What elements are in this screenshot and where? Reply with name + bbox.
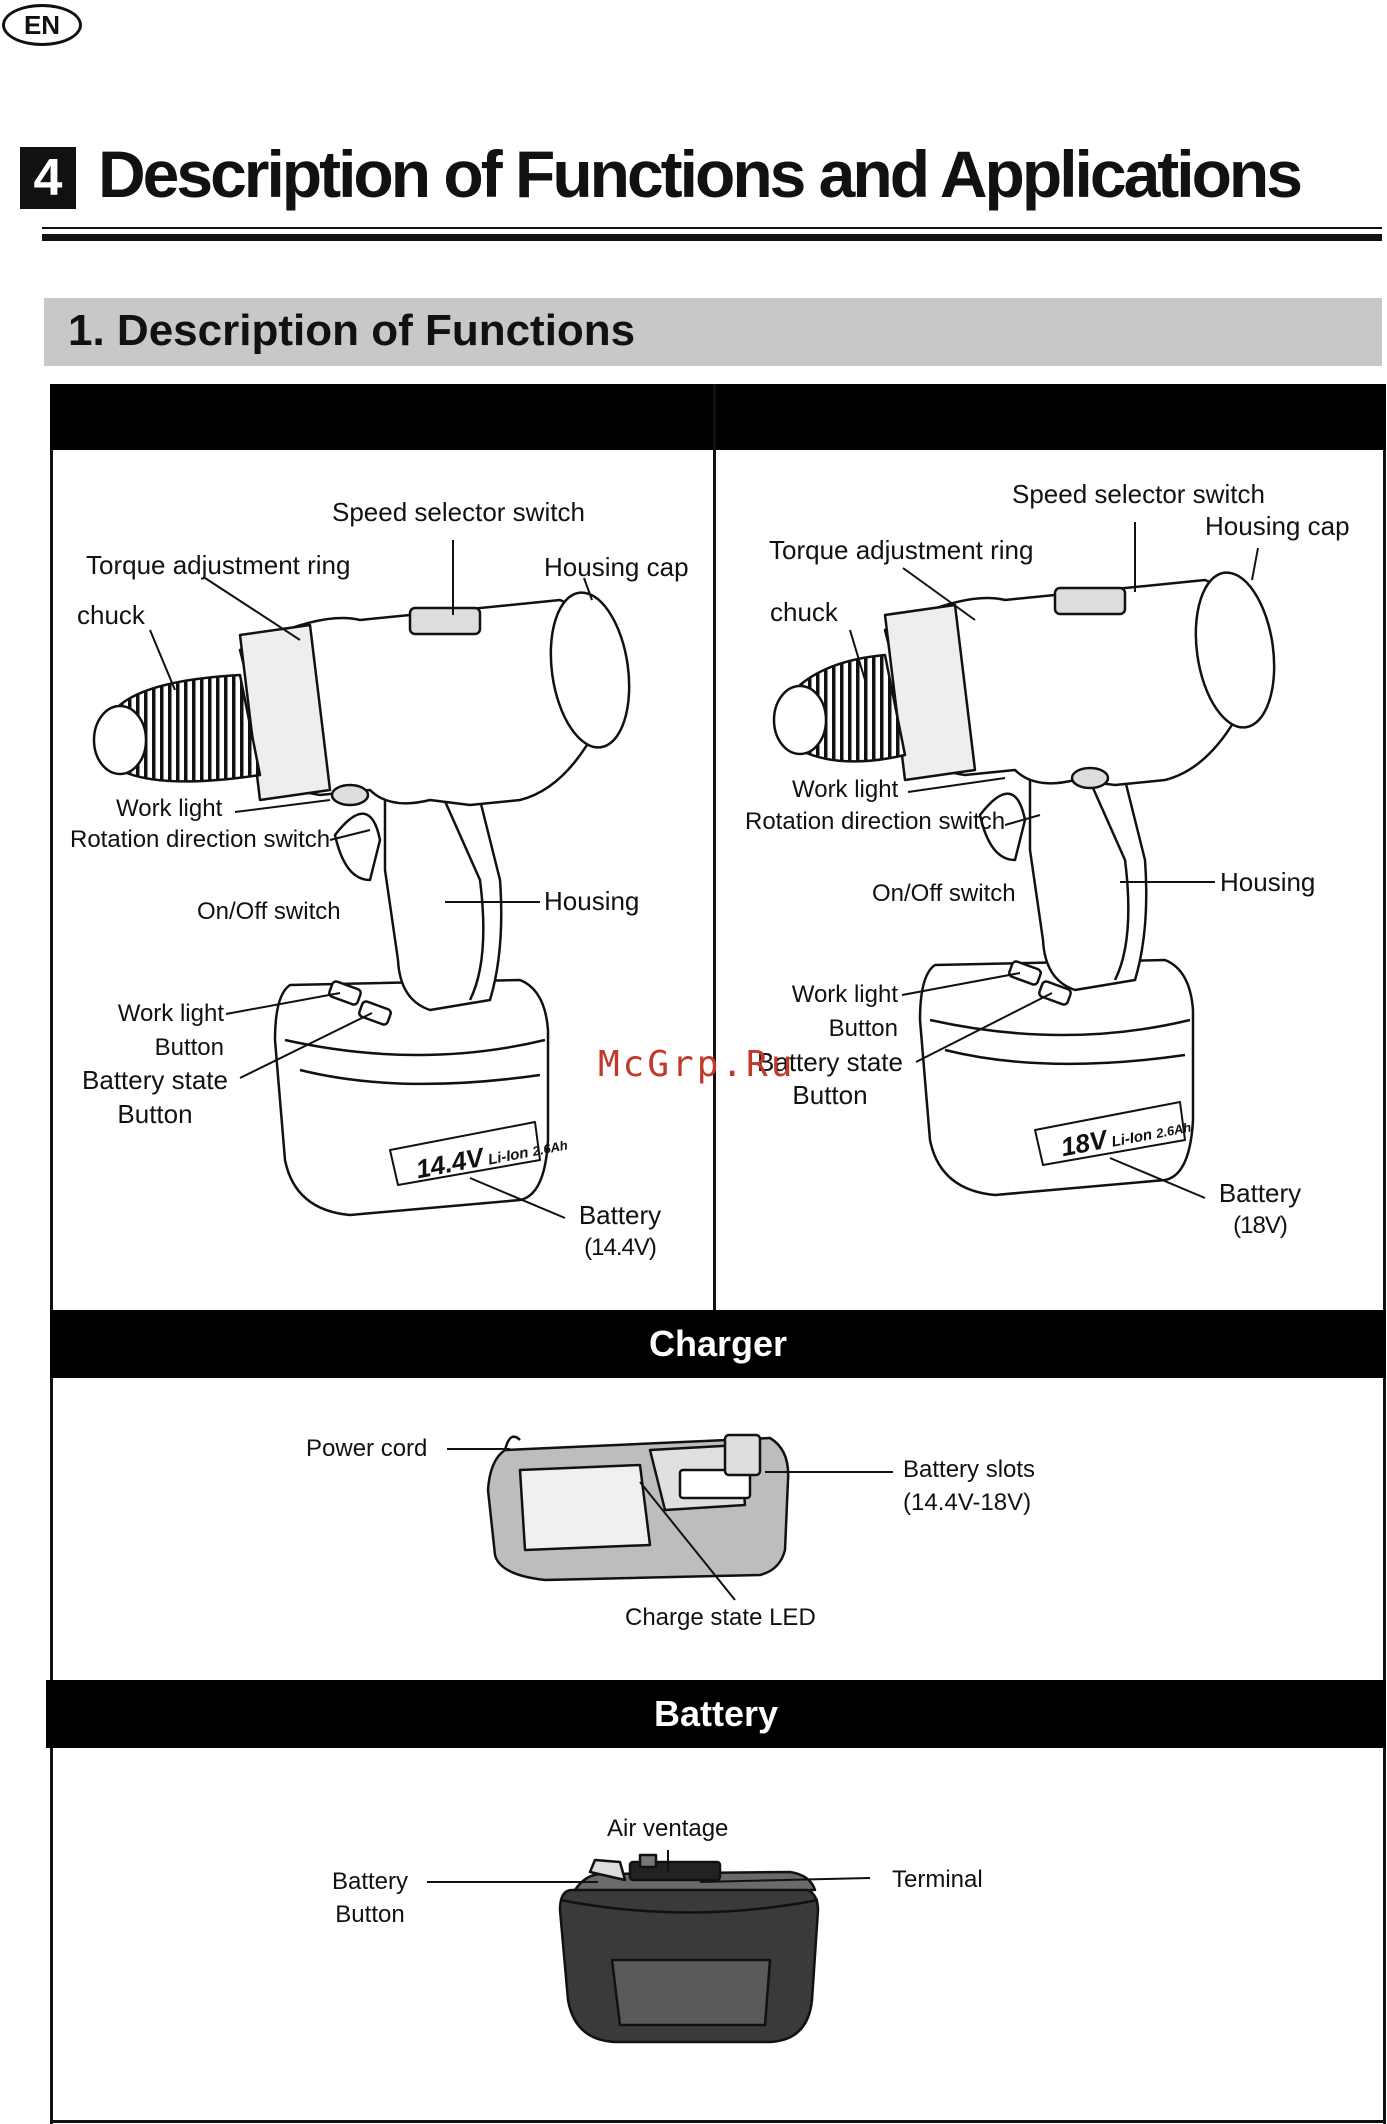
right-pack-chem: Li-Ion: [1110, 1126, 1154, 1151]
label-battery-button-1: Battery: [331, 1868, 409, 1895]
left-pack-cap: 2.6Ah: [531, 1137, 569, 1159]
drill-illustration-left: [92, 591, 631, 1217]
drill-illustration-right: [772, 571, 1276, 1197]
label-on-off-right: On/Off switch: [872, 880, 1016, 907]
label-housing-right: Housing: [1220, 867, 1316, 897]
language-badge: EN: [2, 4, 82, 46]
label-work-light-left: Work light: [116, 795, 223, 822]
label-battery-voltage-left: (14.4V): [584, 1234, 657, 1261]
label-battery-state-right-2: Button: [792, 1080, 868, 1110]
label-torque-ring-right: Torque adjustment ring: [769, 535, 1034, 565]
label-chuck-left: chuck: [77, 600, 145, 630]
leaders-charger: [447, 1448, 893, 1601]
leaders-battery: [427, 1850, 871, 1883]
drill-header-band: [50, 384, 1386, 450]
label-battery-right: Battery: [1218, 1178, 1302, 1208]
label-rotation-switch-right: Rotation direction switch: [745, 808, 1006, 835]
label-battery-button-2: Button: [335, 1901, 405, 1928]
charger-illustration: [486, 1433, 790, 1582]
frame-bottom: [50, 2120, 1386, 2123]
label-speed-selector-right: Speed selector switch: [1012, 479, 1265, 509]
label-work-light-button-left-1: Work light: [117, 1000, 224, 1027]
label-work-light-button-right-2: Button: [828, 1015, 898, 1042]
label-on-off-left: On/Off switch: [197, 898, 341, 925]
label-air-ventage: Air ventage: [607, 1815, 729, 1842]
label-charge-led: Charge state LED: [625, 1604, 816, 1631]
drill-column-divider: [713, 384, 716, 1310]
label-speed-selector-left: Speed selector switch: [332, 497, 585, 527]
label-torque-ring-left: Torque adjustment ring: [86, 550, 351, 580]
label-battery-voltage-right: (18V): [1233, 1212, 1288, 1239]
label-battery-left: Battery: [578, 1200, 662, 1230]
figure-frame: [50, 384, 1386, 2124]
label-power-cord: Power cord: [306, 1435, 428, 1462]
battery-band: Battery: [46, 1680, 1386, 1748]
chapter-title: Description of Functions and Application…: [98, 137, 1303, 211]
chapter-number: 4: [20, 147, 76, 209]
watermark: McGrp.Ru: [598, 1044, 796, 1085]
right-pack-cap: 2.6Ah: [1154, 1119, 1193, 1142]
leaders-right: [849, 522, 1259, 1199]
label-work-light-right: Work light: [792, 776, 899, 803]
label-battery-slots-2: (14.4V-18V): [903, 1489, 1032, 1516]
label-battery-state-left-1: Battery state: [82, 1065, 228, 1095]
label-battery-state-right-1: Battery state: [757, 1047, 903, 1077]
label-housing-cap-left: Housing cap: [544, 552, 689, 582]
section-title: 1. Description of Functions: [68, 306, 636, 355]
leaders-left: [149, 540, 593, 1219]
title-rule-thin: [42, 227, 1382, 229]
label-battery-slots-1: Battery slots: [903, 1456, 1036, 1483]
title-rule-thick: [42, 234, 1382, 241]
label-housing-cap-right: Housing cap: [1205, 511, 1350, 541]
battery-pack-illustration: [558, 1853, 820, 2044]
label-rotation-switch-left: Rotation direction switch: [70, 826, 331, 853]
label-terminal: Terminal: [892, 1866, 983, 1893]
label-work-light-button-left-2: Button: [154, 1034, 224, 1061]
label-battery-state-left-2: Button: [117, 1099, 193, 1129]
left-pack-chem: Li-Ion: [486, 1144, 530, 1169]
label-chuck-right: chuck: [770, 597, 838, 627]
section-bar: [44, 298, 1382, 366]
label-housing-left: Housing: [544, 886, 640, 916]
label-work-light-button-right-1: Work light: [791, 981, 898, 1008]
charger-band: Charger: [50, 1310, 1386, 1378]
